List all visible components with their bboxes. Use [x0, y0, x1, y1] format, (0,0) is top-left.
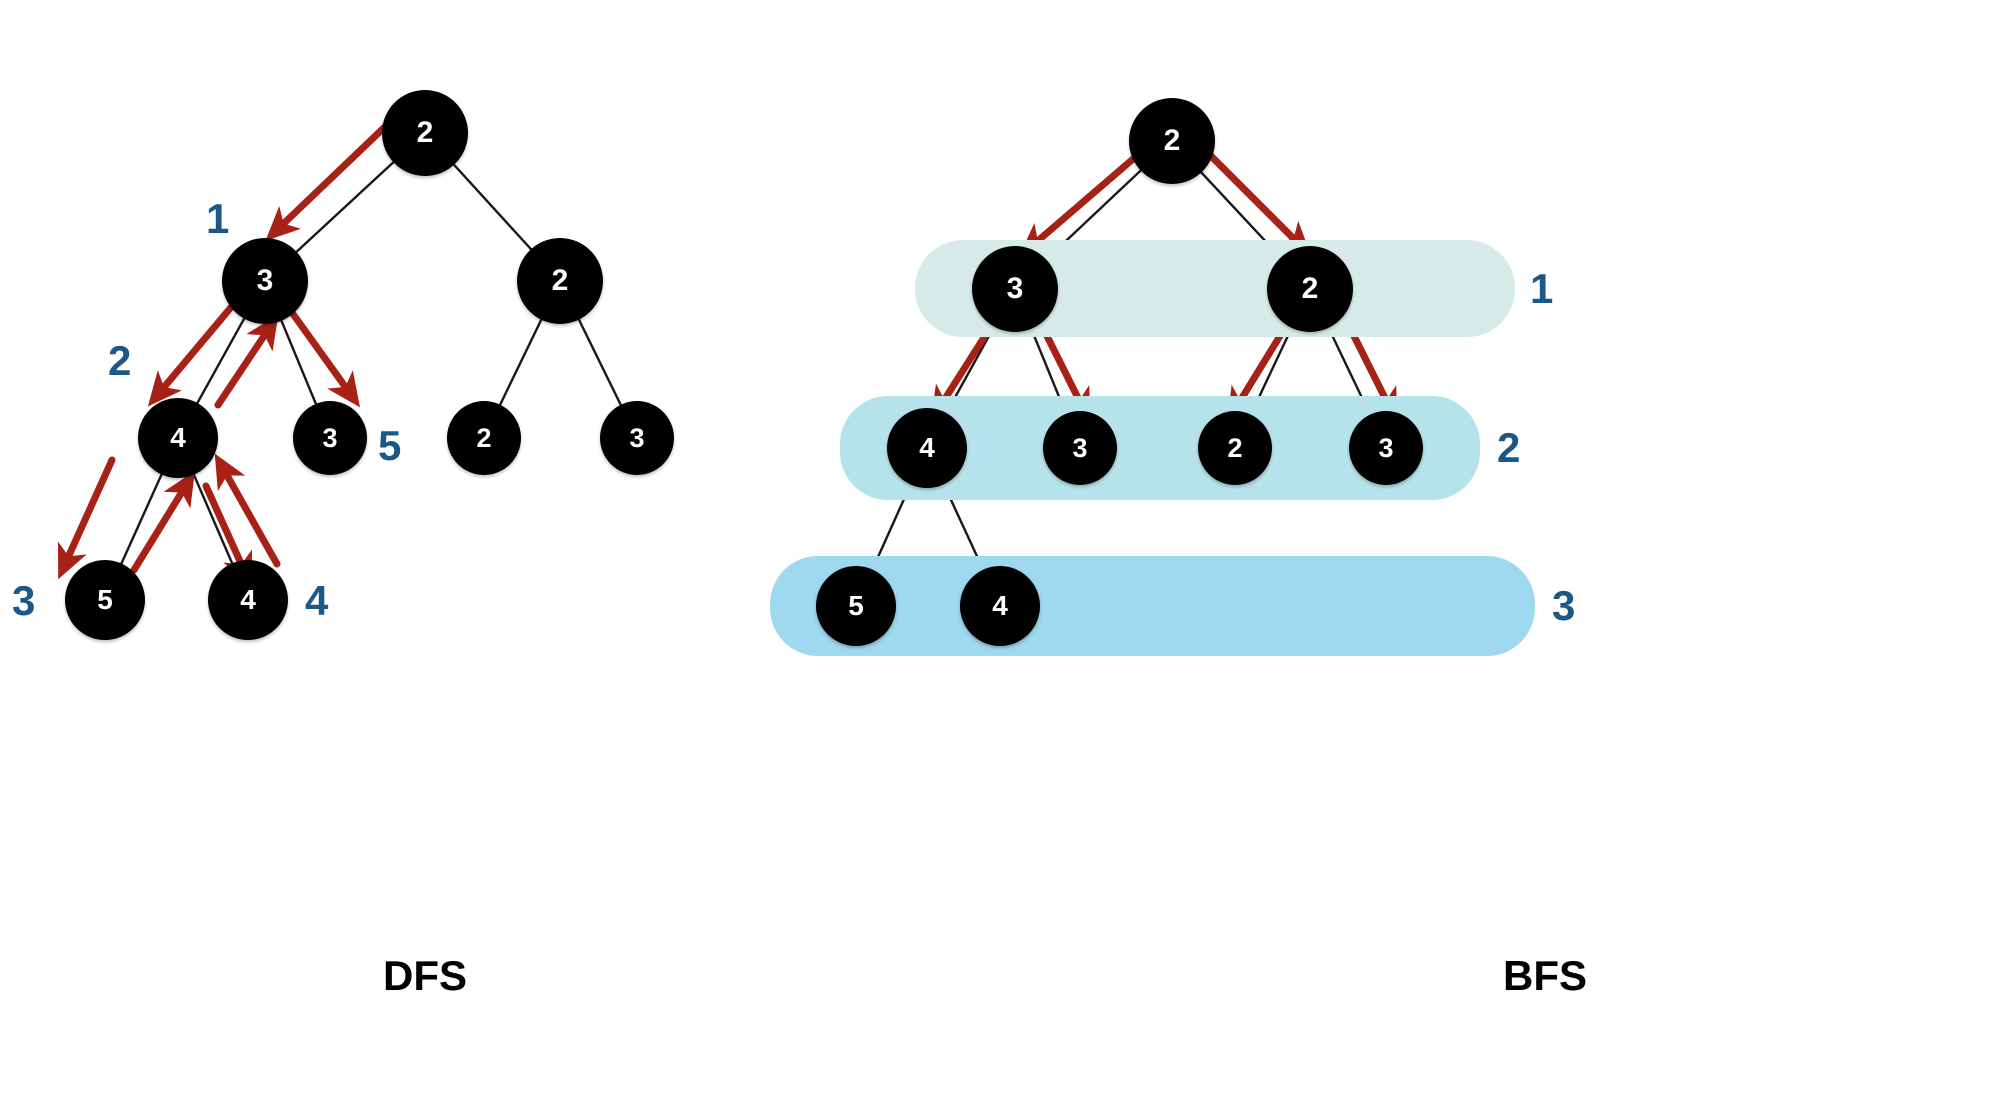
bfs-node-label: 2 — [1301, 272, 1319, 305]
bfs-node-label: 4 — [992, 590, 1008, 621]
dfs-node-l2c: 2 — [447, 401, 521, 475]
bfs-level-label-3: 3 — [1552, 582, 1576, 629]
bfs-node-label: 4 — [919, 432, 935, 463]
dfs-node-label: 2 — [416, 116, 434, 149]
bfs-node-label: 2 — [1163, 124, 1181, 157]
bfs-caption: BFS — [1503, 952, 1587, 999]
bfs-node-l3b: 4 — [960, 566, 1040, 646]
dfs-caption: DFS — [383, 952, 467, 999]
bfs-node-l2d: 3 — [1349, 411, 1423, 485]
bfs-node-label: 3 — [1006, 272, 1024, 305]
dfs-step-label-3: 3 — [12, 577, 36, 624]
dfs-node-label: 4 — [170, 422, 186, 453]
bfs-node-root: 2 — [1129, 98, 1215, 184]
bfs-level-label-1: 1 — [1530, 265, 1554, 312]
bfs-node-l2b: 3 — [1043, 411, 1117, 485]
dfs-node-label: 2 — [476, 422, 492, 453]
dfs-node-label: 5 — [97, 584, 113, 615]
dfs-step-label-4: 4 — [305, 577, 329, 624]
dfs-node-l2a: 4 — [138, 398, 218, 478]
bfs-level-band-3 — [770, 556, 1535, 656]
dfs-node-label: 2 — [551, 264, 569, 297]
bfs-node-label: 5 — [848, 590, 864, 621]
dfs-node-l3b: 4 — [208, 560, 288, 640]
dfs-node-label: 3 — [256, 264, 274, 297]
dfs-node-label: 3 — [322, 422, 338, 453]
dfs-node-root: 2 — [382, 90, 468, 176]
bfs-node-label: 2 — [1227, 432, 1243, 463]
dfs-node-l2d: 3 — [600, 401, 674, 475]
bfs-level-label-2: 2 — [1497, 424, 1521, 471]
bfs-node-l1b: 2 — [1267, 246, 1353, 332]
bfs-node-label: 3 — [1378, 432, 1394, 463]
dfs-step-label-1: 1 — [206, 195, 230, 242]
bfs-node-l2a: 4 — [887, 408, 967, 488]
bfs-node-l3a: 5 — [816, 566, 896, 646]
dfs-node-l1a: 3 — [222, 238, 308, 324]
bfs-node-l1a: 3 — [972, 246, 1058, 332]
dfs-node-l3a: 5 — [65, 560, 145, 640]
dfs-step-label-5: 5 — [378, 422, 402, 469]
dfs-node-l2b: 3 — [293, 401, 367, 475]
bfs-node-l2c: 2 — [1198, 411, 1272, 485]
dfs-traversal-arrows — [57, 117, 395, 588]
dfs-node-label: 3 — [629, 422, 645, 453]
dfs-node-label: 4 — [240, 584, 256, 615]
bfs-tree-edges — [854, 140, 1388, 607]
dfs-step-label-2: 2 — [108, 337, 132, 384]
dfs-node-l1b: 2 — [517, 238, 603, 324]
bfs-node-label: 3 — [1072, 432, 1088, 463]
